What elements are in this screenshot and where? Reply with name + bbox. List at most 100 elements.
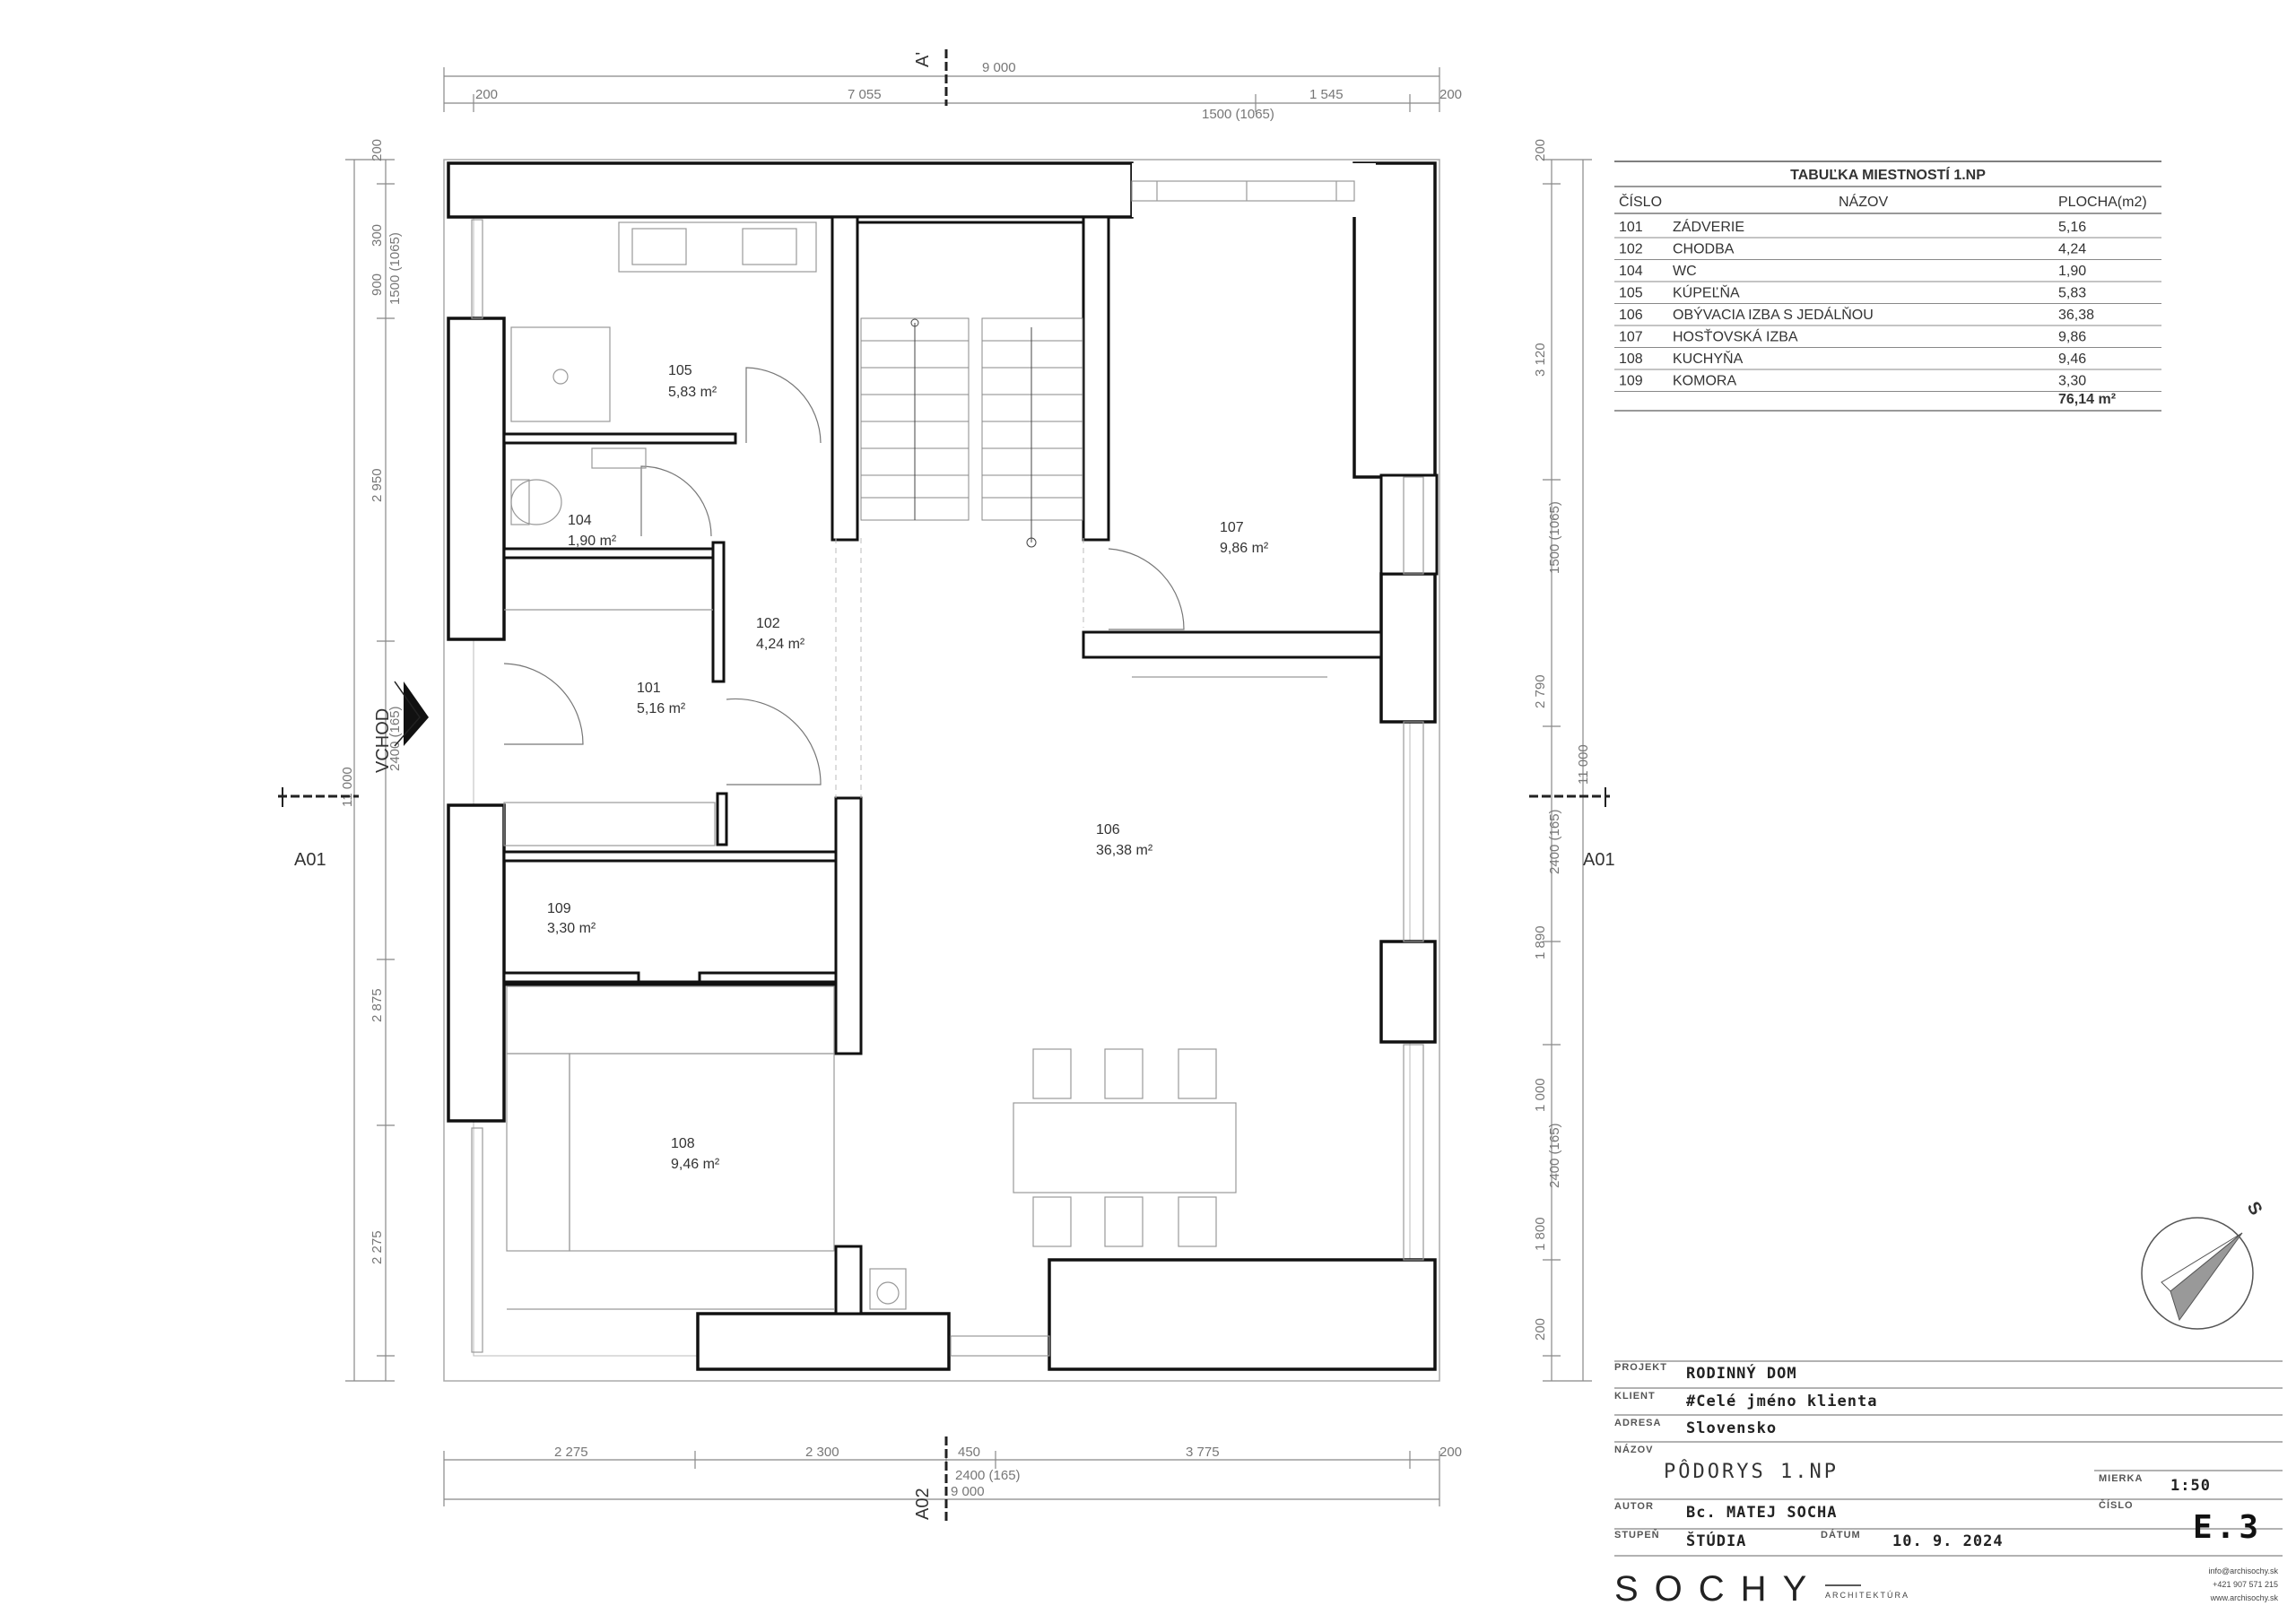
dim-right-6: 1 800: [1533, 1217, 1548, 1251]
walls: [447, 161, 1437, 1371]
room-104-number: 104: [568, 513, 592, 528]
dim-bottom-overall: 9 000: [951, 1484, 985, 1499]
room-106-number: 106: [1096, 822, 1120, 838]
dim-bottom-door: 2400 (165): [955, 1468, 1021, 1483]
section-bottom-label: A02: [913, 1488, 933, 1520]
dim-left-door: 2400 (165): [387, 706, 403, 771]
dim-left-6: 2 275: [370, 1230, 385, 1264]
room-table-header-name: NÁZOV: [1839, 193, 1888, 210]
section-markers: A' A02 A01 A01: [278, 49, 1615, 1524]
room-table-cell: 108: [1619, 352, 1643, 367]
tb-name-label: NÁZOV: [1614, 1444, 1654, 1455]
tb-author: Bc. MATEJ SOCHA: [1686, 1504, 1838, 1522]
room-108-area: 9,46 m²: [671, 1157, 720, 1172]
room-table-cell: 104: [1619, 264, 1643, 279]
staircase: [860, 317, 1083, 548]
dim-right-window-3: 2400 (165): [1547, 1123, 1562, 1188]
tb-address-label: ADRESA: [1614, 1418, 1661, 1428]
room-table-cell: 3,30: [2058, 374, 2086, 389]
room-table-cell: 105: [1619, 286, 1643, 301]
dim-top-1: 200: [475, 87, 498, 102]
tb-stage: ŠTÚDIA: [1686, 1531, 1746, 1550]
dim-left-window: 1500 (1065): [387, 232, 403, 305]
room-104-area: 1,90 m²: [568, 534, 617, 549]
room-table-cell: 36,38: [2058, 308, 2094, 323]
room-108-number: 108: [671, 1136, 695, 1151]
guide-lines: [835, 538, 1084, 798]
room-109-number: 109: [547, 901, 571, 916]
tb-number: E.3: [2193, 1509, 2262, 1546]
tb-contact-phone: +421 907 571 215: [2213, 1580, 2278, 1589]
section-left-label: A01: [294, 850, 326, 870]
dim-right-window-1: 1500 (1065): [1547, 501, 1562, 574]
room-table-cell: 9,86: [2058, 330, 2086, 345]
tb-date-label: DÁTUM: [1821, 1529, 1861, 1541]
room-table-header-area: PLOCHA(m2): [2058, 195, 2147, 210]
dim-top-3: 1 545: [1309, 87, 1344, 102]
dim-right-5: 1 000: [1533, 1078, 1548, 1112]
room-table-cell: 4,24: [2058, 242, 2086, 257]
room-table-cell: KÚPEĽŇA: [1673, 284, 1740, 301]
north-arrow: S: [2141, 1199, 2266, 1330]
section-top-label: A': [913, 52, 933, 67]
room-107-number: 107: [1220, 520, 1244, 535]
interior-walls: [502, 215, 1439, 1315]
room-table-title: TABUĽKA MIESTNOSTÍ 1.NP: [1790, 166, 1986, 183]
dim-top-overall: 9 000: [982, 60, 1016, 75]
room-105-area: 5,83 m²: [668, 385, 718, 400]
dim-left-4: 2 950: [370, 468, 385, 502]
doors: [503, 367, 1327, 785]
room-table-cell: HOSŤOVSKÁ IZBA: [1673, 328, 1798, 345]
tb-contact-email: info@archisochy.sk: [2209, 1567, 2279, 1575]
dim-right-3: 2 790: [1533, 674, 1548, 708]
tb-client: #Celé jméno klienta: [1686, 1393, 1877, 1410]
dim-right-4: 1 890: [1533, 925, 1548, 959]
room-109-area: 3,30 m²: [547, 921, 596, 936]
tb-number-label: ČÍSLO: [2099, 1499, 2134, 1511]
north-label: S: [2243, 1199, 2266, 1219]
section-right-label: A01: [1583, 850, 1615, 870]
dim-top-2: 7 055: [848, 87, 882, 102]
dim-left-overall: 11 000: [340, 767, 355, 807]
room-table-cell: OBÝVACIA IZBA S JEDÁLŇOU: [1673, 306, 1874, 323]
tb-client-label: KLIENT: [1614, 1391, 1656, 1402]
room-table-cell: 9,46: [2058, 352, 2086, 367]
dim-left-5: 2 875: [370, 988, 385, 1022]
building-outline: [443, 159, 1440, 1382]
tb-firm: SOCHY: [1614, 1569, 1822, 1609]
dim-left-2: 900: [370, 273, 385, 296]
room-table-cell: 106: [1619, 308, 1643, 323]
room-table-cell: 102: [1619, 242, 1643, 257]
room-table: TABUĽKA MIESTNOSTÍ 1.NP ČÍSLO NÁZOV PLOC…: [1614, 161, 2161, 412]
title-block: PROJEKT RODINNÝ DOM KLIENT #Celé jméno k…: [1614, 1360, 2283, 1609]
room-table-cell: WC: [1673, 264, 1697, 279]
dim-right-2: 3 120: [1533, 343, 1548, 377]
room-table-cell: ZÁDVERIE: [1673, 218, 1744, 235]
dim-left-3: 300: [370, 224, 385, 247]
windows: [471, 180, 1424, 1357]
dim-right-window-2: 2400 (165): [1547, 809, 1562, 874]
dim-bottom-4: 3 775: [1186, 1445, 1220, 1460]
tb-address: Slovensko: [1686, 1419, 1777, 1437]
room-table-cell: KUCHYŇA: [1673, 350, 1744, 367]
dim-left-1: 200: [370, 139, 385, 161]
room-table-total: 76,14 m²: [2058, 392, 2116, 407]
room-table-cell: 5,83: [2058, 286, 2086, 301]
tb-project: RODINNÝ DOM: [1686, 1363, 1797, 1383]
room-table-cell: 5,16: [2058, 220, 2086, 235]
dim-right-overall: 11 000: [1576, 744, 1591, 785]
dimension-lines: [345, 67, 1592, 1506]
dim-bottom-5: 200: [1439, 1445, 1462, 1460]
tb-firm-sub: ARCHITEKTÚRA: [1825, 1591, 1909, 1600]
tb-stage-label: STUPEŇ: [1614, 1529, 1660, 1541]
dimension-texts: 9 000 200 7 055 1 545 200 1500 (1065) 2 …: [340, 60, 1591, 1499]
room-table-cell: 1,90: [2058, 264, 2086, 279]
dim-top-4: 200: [1439, 87, 1462, 102]
room-107-area: 9,86 m²: [1220, 541, 1269, 556]
dim-bottom-1: 2 275: [554, 1445, 588, 1460]
tb-scale: 1:50: [2170, 1477, 2211, 1495]
room-table-cell: 109: [1619, 374, 1643, 389]
entrance-marker: VCHOD: [373, 681, 429, 773]
